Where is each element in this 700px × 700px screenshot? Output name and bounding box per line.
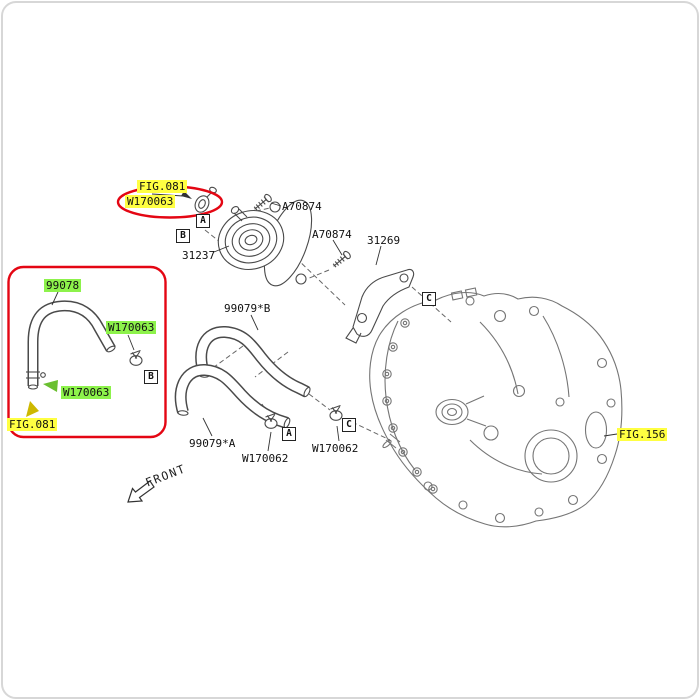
red-selection-box (7, 265, 167, 439)
hose-lower-drawing (174, 364, 291, 429)
front-arrow-icon (127, 480, 155, 503)
hose-upper-drawing (195, 326, 311, 398)
yellow-down-arrow-icon (26, 401, 39, 417)
figure-ref-081-top[interactable]: FIG.081 (137, 180, 188, 193)
part-label-w170063-top[interactable]: W170063 (125, 195, 176, 208)
label-leader-lines (51, 191, 618, 452)
part-label-a70874-upper: A70874 (282, 200, 322, 213)
grommet-icon (194, 186, 217, 213)
part-label-31269: 31269 (367, 234, 401, 247)
figure-ref-081-bottom[interactable]: FIG.081 (7, 418, 58, 431)
part-label-w170063-low[interactable]: W170063 (61, 386, 112, 399)
callout-box-b-inset: B (144, 370, 158, 384)
callout-box-a-top: A (196, 214, 210, 228)
clamp-icon-inset (129, 349, 143, 366)
part-label-99079a: 99079*A (189, 437, 236, 450)
callout-box-c-mid: C (342, 418, 356, 432)
green-left-arrow-icon (43, 380, 58, 392)
part-label-w170062-left: W170062 (242, 452, 289, 465)
part-label-31237: 31237 (182, 249, 216, 262)
breather-hose-drawing (26, 300, 116, 390)
oil-cooler-drawing (217, 199, 313, 287)
callout-box-b-top: B (176, 229, 190, 243)
part-label-a70874-lower: A70874 (312, 228, 352, 241)
bolt-icon-upper (251, 192, 274, 213)
part-label-w170062-right: W170062 (312, 442, 359, 455)
clamp-icon-mid-right (329, 404, 343, 421)
bracket-drawing (345, 268, 415, 344)
transmission-case-drawing (369, 287, 623, 528)
part-label-99079b: 99079*B (224, 302, 271, 315)
part-label-99078[interactable]: 99078 (44, 279, 82, 292)
callout-box-c-upper: C (422, 292, 436, 306)
part-label-w170063-mid[interactable]: W170063 (106, 321, 157, 334)
figure-ref-156[interactable]: FIG.156 (617, 428, 668, 441)
callout-box-a-mid: A (282, 427, 296, 441)
